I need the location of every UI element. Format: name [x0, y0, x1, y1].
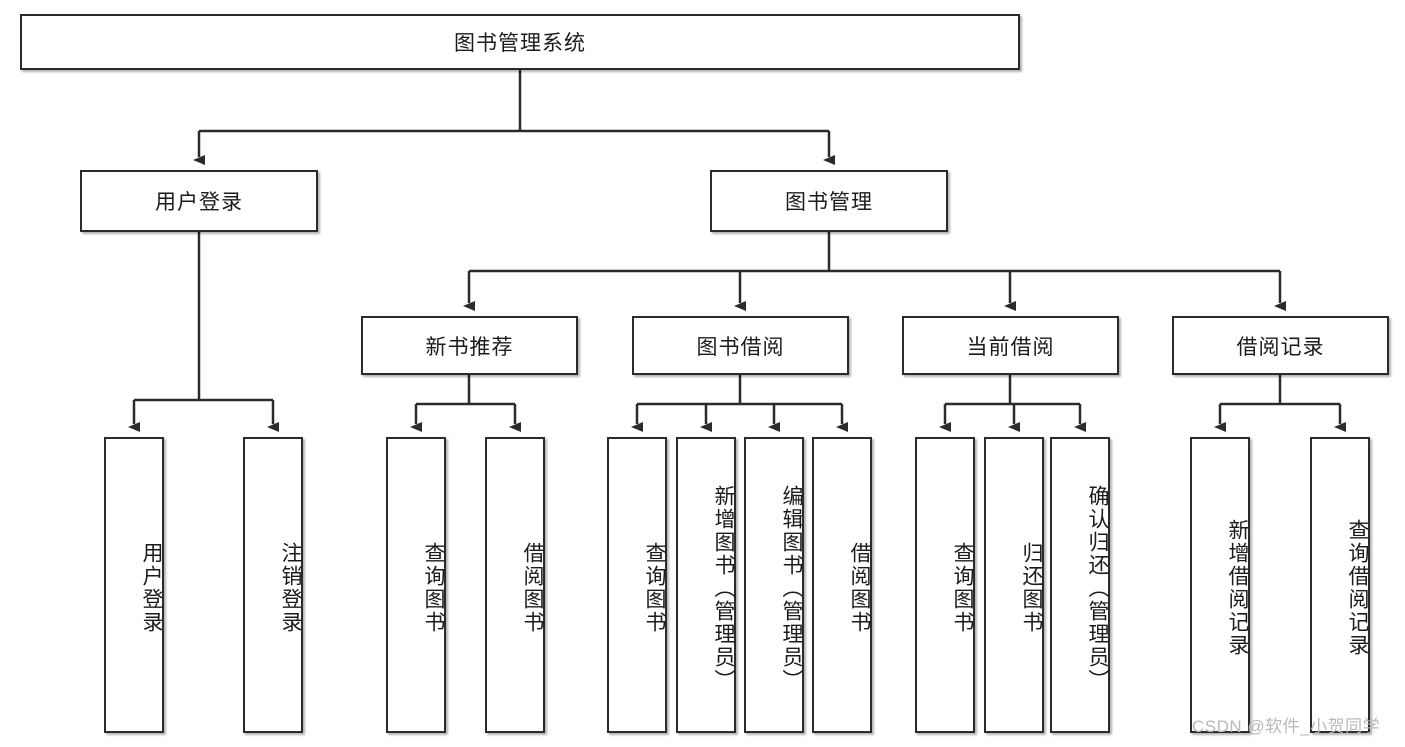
node-leaf-confirm[interactable]: 确认归还（管理员）: [1050, 437, 1110, 733]
node-book-manage[interactable]: 图书管理: [710, 170, 948, 232]
node-label: 新增借阅记录: [1226, 519, 1249, 657]
node-user-login[interactable]: 用户登录: [80, 170, 318, 232]
node-label: 查询借阅记录: [1346, 519, 1369, 657]
node-leaf-return[interactable]: 归还图书: [984, 437, 1044, 733]
node-label: 图书管理系统: [454, 32, 586, 55]
node-label: 用户登录: [155, 191, 243, 214]
node-leaf-edit-book[interactable]: 编辑图书（管理员）: [744, 437, 804, 733]
node-leaf-query-rec[interactable]: 查询借阅记录: [1310, 437, 1370, 733]
edge-group: [128, 70, 1346, 432]
node-new-book-rec[interactable]: 新书推荐: [361, 316, 578, 375]
node-label: 确认归还（管理员）: [1086, 484, 1109, 692]
node-label: 新书推荐: [425, 335, 514, 359]
node-label: 查询图书: [422, 542, 445, 634]
node-book-borrow[interactable]: 图书借阅: [632, 316, 849, 375]
node-label: 新增图书（管理员）: [712, 484, 735, 692]
node-leaf-query-1[interactable]: 查询图书: [386, 437, 446, 733]
node-label: 借阅图书: [521, 542, 544, 634]
node-label: 用户登录: [140, 542, 163, 634]
node-label: 查询图书: [643, 542, 666, 634]
node-label: 注销登录: [279, 542, 302, 634]
node-label: 查询图书: [951, 542, 974, 634]
node-label: 当前借阅: [966, 335, 1055, 359]
node-label: 借阅图书: [848, 542, 871, 634]
node-leaf-borrow-1[interactable]: 借阅图书: [485, 437, 545, 733]
node-borrow-record[interactable]: 借阅记录: [1172, 316, 1389, 375]
node-leaf-user-login[interactable]: 用户登录: [104, 437, 164, 733]
node-label: 编辑图书（管理员）: [780, 484, 803, 692]
node-root[interactable]: 图书管理系统: [20, 14, 1020, 70]
node-leaf-query-3[interactable]: 查询图书: [915, 437, 975, 733]
node-label: 图书借阅: [696, 335, 785, 359]
node-label: 图书管理: [785, 191, 873, 214]
node-leaf-logout[interactable]: 注销登录: [243, 437, 303, 733]
node-current-borrow[interactable]: 当前借阅: [902, 316, 1119, 375]
node-label: 借阅记录: [1236, 335, 1325, 359]
node-leaf-query-2[interactable]: 查询图书: [607, 437, 667, 733]
node-leaf-borrow-2[interactable]: 借阅图书: [812, 437, 872, 733]
node-leaf-add-rec[interactable]: 新增借阅记录: [1190, 437, 1250, 733]
node-leaf-add-book[interactable]: 新增图书（管理员）: [676, 437, 736, 733]
node-label: 归还图书: [1020, 542, 1043, 634]
